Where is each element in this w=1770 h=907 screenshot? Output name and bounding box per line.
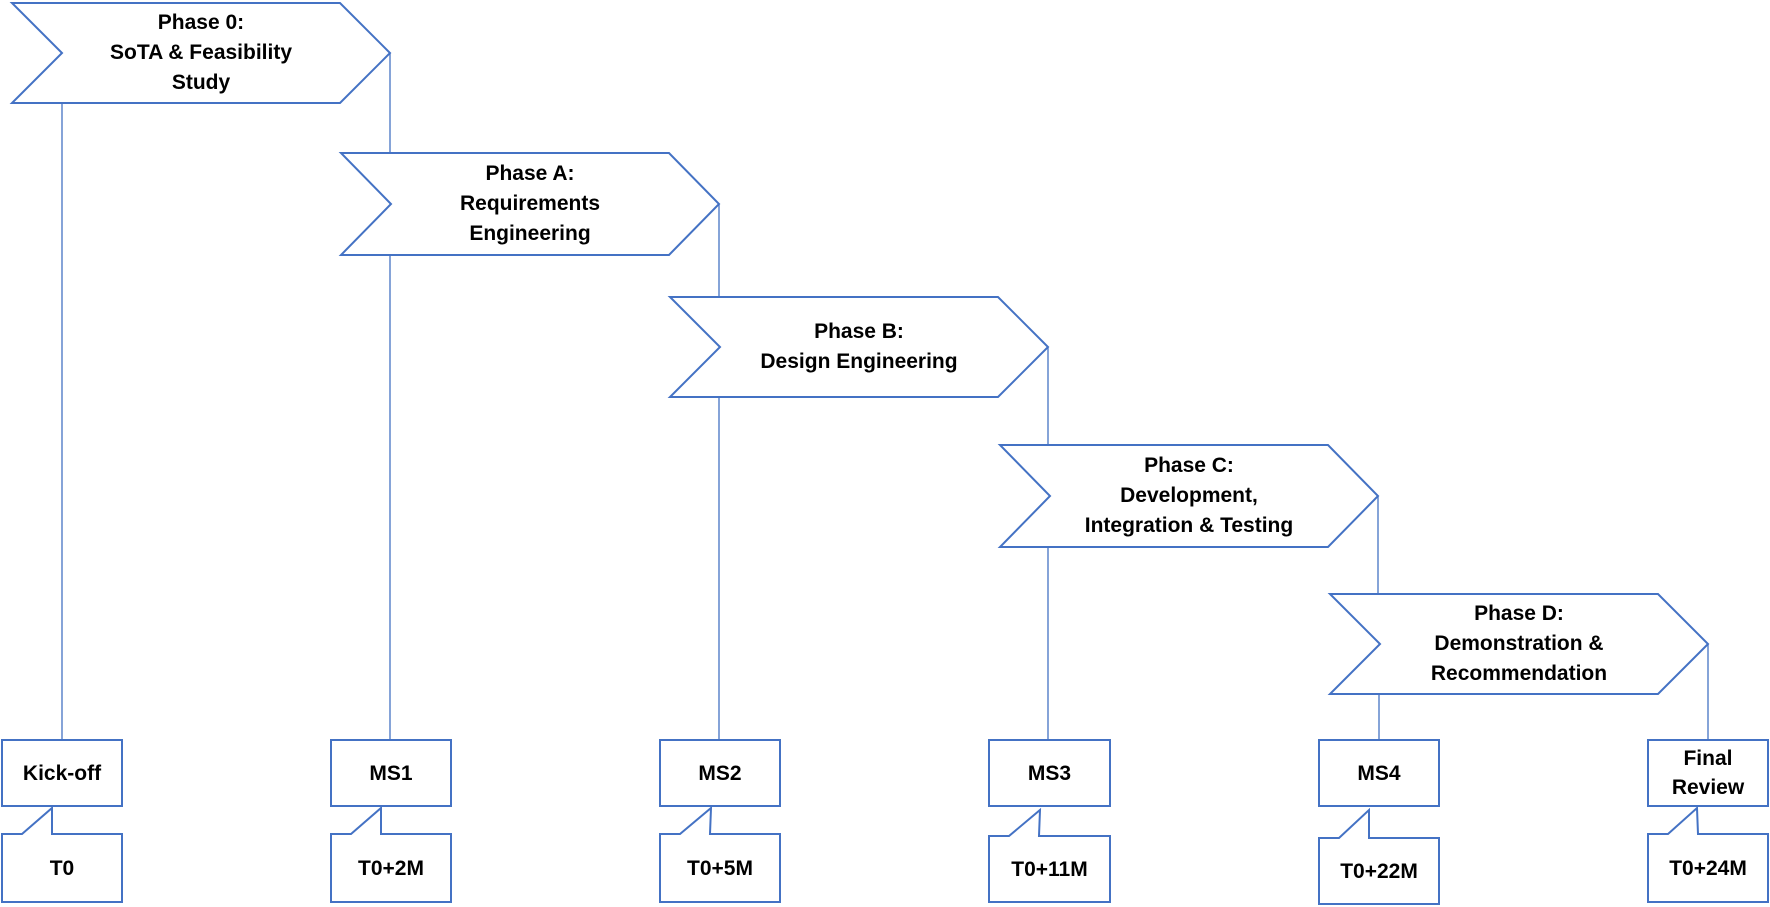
time-t0-22m-callout <box>1318 807 1440 905</box>
time-t0-22m-text: T0+22M <box>1340 859 1418 883</box>
time-t0-text: T0 <box>49 856 75 880</box>
milestone-final-review-box <box>1647 739 1769 807</box>
time-t0-24m-callout <box>1647 805 1769 903</box>
milestone-ms1-text: MS1 <box>369 761 413 785</box>
time-t0-2m-label: T0+2M <box>331 834 451 902</box>
time-t0-2m-text: T0+2M <box>358 856 424 880</box>
milestone-ms3-box <box>988 739 1111 807</box>
phase-0-chevron <box>9 2 392 104</box>
phase-d-chevron <box>1327 593 1710 695</box>
milestone-ms1-box <box>330 739 452 807</box>
milestone-ms3-label: MS3 <box>989 740 1110 806</box>
time-t0-callout <box>1 805 123 903</box>
phase-a-chevron <box>338 152 721 256</box>
milestone-ms4-label: MS4 <box>1319 740 1439 806</box>
milestone-final-review-line-1: Final <box>1683 747 1733 770</box>
milestone-ms4-box <box>1318 739 1440 807</box>
milestone-ms2-label: MS2 <box>660 740 780 806</box>
time-t0-24m-label: T0+24M <box>1648 834 1768 902</box>
time-t0-label: T0 <box>2 834 122 902</box>
time-t0-5m-label: T0+5M <box>660 834 780 902</box>
time-t0-22m-label: T0+22M <box>1319 838 1439 904</box>
phase-c-chevron <box>997 444 1380 548</box>
milestone-final-review-line-2: Review <box>1671 776 1745 799</box>
milestone-kickoff-label: Kick-off <box>2 740 122 806</box>
milestone-final-review-label: Final Review <box>1648 740 1768 806</box>
time-t0-5m-callout <box>659 805 781 903</box>
time-t0-11m-callout <box>988 807 1111 903</box>
milestone-ms1-label: MS1 <box>331 740 451 806</box>
milestone-ms2-box <box>659 739 781 807</box>
phase-b-chevron <box>667 296 1050 398</box>
time-t0-5m-text: T0+5M <box>687 856 753 880</box>
time-t0-2m-callout <box>330 805 452 903</box>
time-t0-24m-text: T0+24M <box>1669 856 1747 880</box>
milestone-ms2-text: MS2 <box>698 761 742 785</box>
milestone-ms4-text: MS4 <box>1357 761 1401 785</box>
milestone-kickoff-box <box>1 739 123 807</box>
time-t0-11m-text: T0+11M <box>1011 857 1088 881</box>
time-t0-11m-label: T0+11M <box>989 836 1110 902</box>
milestone-ms3-text: MS3 <box>1027 761 1072 785</box>
milestone-kickoff-text: Kick-off <box>22 761 102 785</box>
